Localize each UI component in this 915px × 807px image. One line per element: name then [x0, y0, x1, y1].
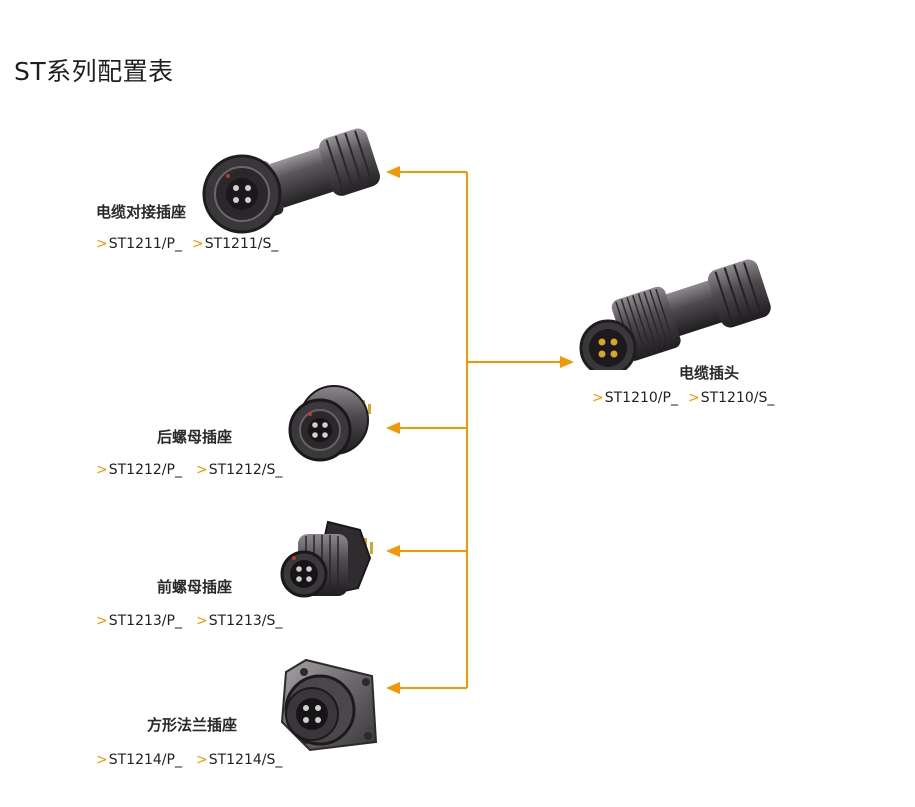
arrow-left-icon: [386, 166, 400, 178]
arrow-right-icon: [560, 356, 574, 368]
arrow-left-icon: [386, 545, 400, 557]
rear-nut-socket-codes: >ST1212/P_ >ST1212/S_: [96, 462, 282, 478]
page-title: ST系列配置表: [14, 57, 174, 86]
connector-lines: [398, 171, 562, 689]
code-marker: >: [195, 752, 208, 768]
code-marker: >: [96, 752, 108, 768]
square-flange-socket-name: 方形法兰插座: [147, 716, 238, 734]
rear-nut-socket-code-p[interactable]: >ST1212/P_: [96, 462, 182, 478]
cable-plug-code-s[interactable]: >ST1210/S_: [687, 390, 775, 406]
cable-plug-codes: >ST1210/P_ >ST1210/S_: [592, 390, 774, 406]
front-nut-socket-codes: >ST1213/P_ >ST1213/S_: [96, 613, 282, 629]
rear-nut-socket-code-s[interactable]: >ST1212/S_: [195, 462, 283, 478]
arrow-heads: [386, 166, 574, 694]
square-flange-socket-code-p[interactable]: >ST1214/P_: [96, 752, 182, 768]
code-marker: >: [195, 613, 208, 629]
code-marker: >: [191, 236, 204, 252]
front-nut-socket-code-s[interactable]: >ST1213/S_: [195, 613, 283, 629]
front-nut-socket-image: [280, 520, 373, 598]
square-flange-socket-code-s[interactable]: >ST1214/S_: [195, 752, 283, 768]
code-marker: >: [96, 462, 108, 478]
cable-socket-image: [202, 128, 380, 234]
cable-plug-name: 电缆插头: [679, 364, 740, 382]
cable-socket-code-p[interactable]: >ST1211/P_: [96, 236, 182, 252]
front-nut-socket-name: 前螺母插座: [157, 578, 233, 596]
cable-plug-code-p[interactable]: >ST1210/P_: [592, 390, 678, 406]
code-marker: >: [96, 613, 108, 629]
square-flange-socket-image: [280, 658, 378, 752]
rear-nut-socket-name: 后螺母插座: [157, 428, 233, 446]
cable-socket-name: 电缆对接插座: [96, 203, 187, 221]
cable-socket-codes: >ST1211/P_ >ST1211/S_: [96, 236, 278, 252]
arrow-left-icon: [386, 422, 400, 434]
code-marker: >: [96, 236, 108, 252]
cable-plug-image: [579, 259, 771, 370]
cable-socket-code-s[interactable]: >ST1211/S_: [191, 236, 279, 252]
code-marker: >: [195, 462, 208, 478]
square-flange-socket-codes: >ST1214/P_ >ST1214/S_: [96, 752, 282, 768]
rear-nut-socket-image: [288, 385, 371, 462]
code-marker: >: [687, 390, 700, 406]
arrow-left-icon: [386, 682, 400, 694]
front-nut-socket-code-p[interactable]: >ST1213/P_: [96, 613, 182, 629]
code-marker: >: [592, 390, 604, 406]
